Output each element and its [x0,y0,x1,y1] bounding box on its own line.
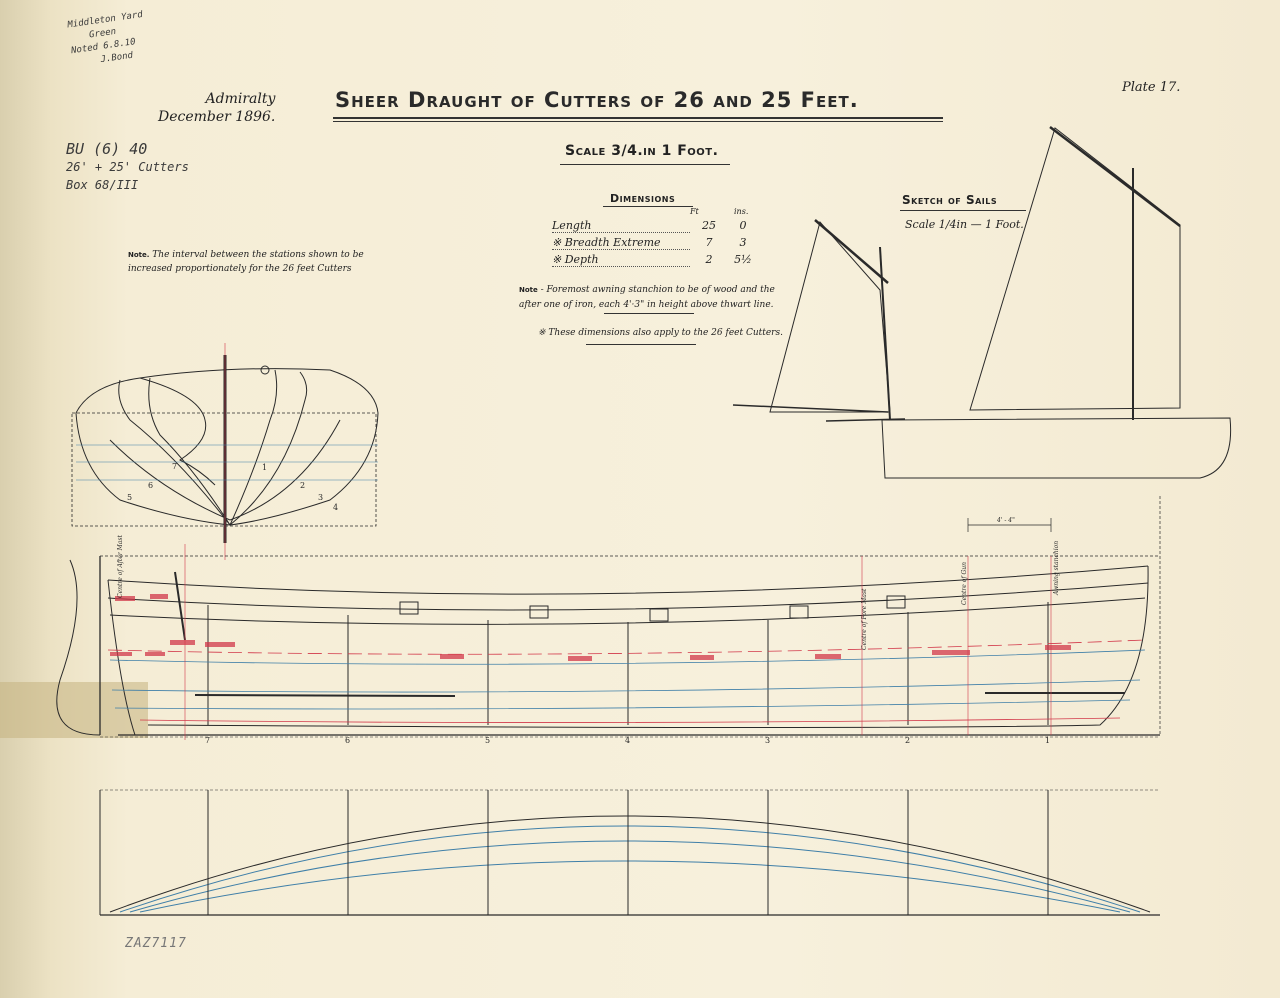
after-mast-label: Centre of After Mast [117,535,124,598]
note-text: The interval between the stations shown … [128,250,364,274]
dimensions-heading: Dimensions [610,192,676,205]
catalogue-number: ZAZ7117 [125,936,187,951]
dimension-ins: 0 [739,219,747,232]
awning-note: Note - Foremost awning stanchion to be o… [519,283,799,313]
half-breadth-plan [99,789,1160,916]
dimension-ft: 7 [705,236,713,249]
title-underline [333,121,943,122]
station-labels: 7 6 5 4 3 2 1 [205,736,1050,745]
handwritten-notes-top: Middleton Yard Green Noted 6.8.10 J.Bond [67,9,149,71]
sails-underline [900,210,1026,211]
note-underline [604,313,694,314]
dimension-ft: 2 [705,253,713,266]
dimension-row-depth: ※ Depth 2 5½ [552,253,772,267]
section-label-1: 1 [262,463,267,472]
section-label-6: 6 [148,481,153,490]
body-plan [71,343,379,560]
station-label-2: 2 [905,736,910,745]
section-label-7: 7 [172,462,177,471]
dimensions-underline [603,206,693,207]
station-label-1: 1 [1045,736,1050,745]
station-label-4: 4 [625,736,630,745]
dimension-label: 4' - 4" [996,517,1015,524]
section-label-4: 4 [333,503,338,512]
section-label-3: 3 [318,493,323,502]
dimension-line [967,518,1052,532]
station-label-7: 7 [205,736,210,745]
profile-plan [56,496,1161,738]
body-plan-labels: 1 2 3 4 5 6 7 [127,462,338,512]
profile-fittings [110,594,1071,661]
admiralty-line: December 1896. [158,109,276,125]
dimension-label: ※ Breadth Extreme [552,236,690,250]
unit-ins: ins. [734,207,749,216]
star-note: ※ These dimensions also apply to the 26 … [538,328,783,338]
fore-mast-label: Centre of Fore Mast [861,588,868,650]
dimension-ins: 3 [739,236,747,249]
section-label-5: 5 [127,493,132,502]
dimension-row-breadth: ※ Breadth Extreme 7 3 [552,236,772,250]
profile-waterlines [107,544,1146,740]
station-interval-note: Note. The interval between the stations … [128,248,408,276]
sails-scale: Scale 1/4in — 1 Foot. [905,218,1024,231]
star-note-underline [586,344,696,345]
station-label-3: 3 [765,736,770,745]
note-text: - Foremost awning stanchion to be of woo… [519,285,775,310]
scale-underline [560,164,730,165]
gun-label: Centre of Gun [961,562,968,605]
note-prefix: Note [519,286,538,294]
tape-patch [0,682,148,738]
station-label-6: 6 [345,736,350,745]
scale-label: Scale 3/4.in 1 Foot. [565,143,719,159]
admiralty-line: Admiralty [205,91,276,107]
station-label-5: 5 [485,736,490,745]
handwriting-line: 26' + 25' Cutters [66,160,189,174]
dimension-ins: 5½ [734,253,752,266]
awning-stanchion-label: Awning stanchion [1053,541,1060,596]
dimension-units: Ft ins. [690,207,778,216]
note-prefix: Note. [128,251,150,259]
section-label-2: 2 [300,481,305,490]
profile-vertical-labels: Centre of After Mast Centre of Fore Mast… [117,517,1060,650]
dimension-label: ※ Depth [552,253,690,267]
title-underline [333,117,943,119]
sail-sketch [732,126,1232,479]
plate-number: Plate 17. [1122,80,1181,95]
handwriting-line: BU (6) 40 [66,140,148,158]
unit-ft: Ft [690,207,699,216]
dimension-label: Length [552,219,690,233]
dimension-ft: 25 [702,219,716,232]
page-title: Sheer Draught of Cutters of 26 and 25 Fe… [335,88,859,112]
handwritten-reference: BU (6) 40 26' + 25' Cutters Box 68/III [66,140,189,194]
handwriting-line: Box 68/III [66,178,139,192]
sails-heading: Sketch of Sails [902,193,998,207]
admiralty-date: Admiralty December 1896. [158,90,275,126]
dimension-row-length: Length 25 0 [552,219,772,233]
